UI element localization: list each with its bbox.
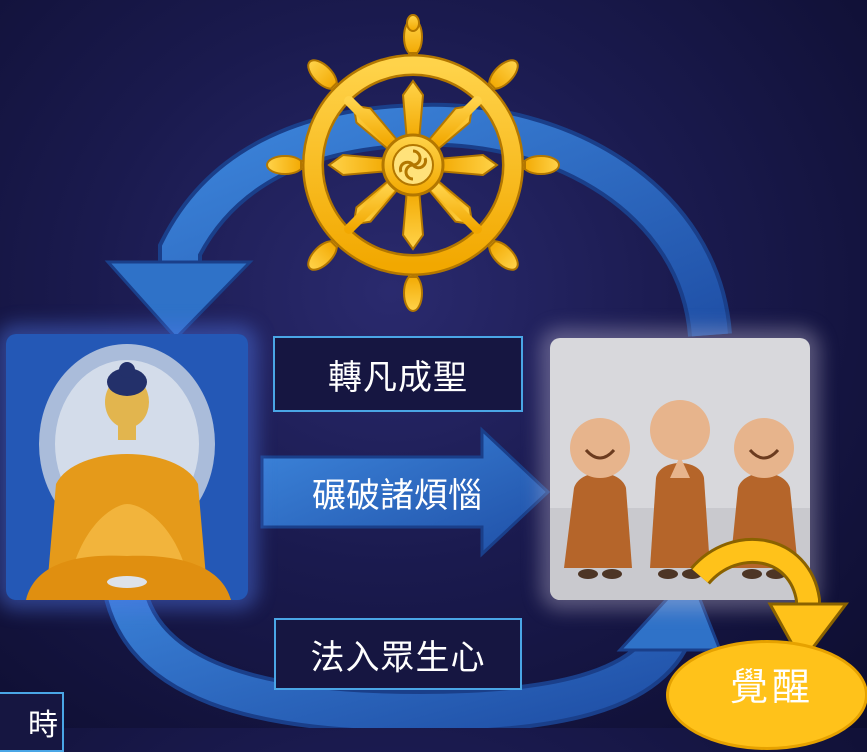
awaken-label: 覺醒 bbox=[729, 664, 814, 709]
buddha-statue-image bbox=[6, 334, 248, 600]
bottom-label-box: 法入眾生心 bbox=[274, 618, 522, 690]
middle-arrow-label: 碾破諸煩惱 bbox=[312, 475, 482, 516]
cycle-arrows bbox=[99, 14, 732, 728]
awaken-arrow bbox=[690, 537, 850, 665]
top-label: 轉凡成聖 bbox=[328, 357, 468, 398]
corner-label-box: 時 bbox=[0, 692, 64, 752]
corner-label: 時 bbox=[28, 708, 58, 743]
bottom-label: 法入眾生心 bbox=[310, 637, 486, 678]
middle-arrow bbox=[260, 426, 551, 558]
dharma-wheel-icon bbox=[266, 14, 560, 312]
top-label-box: 轉凡成聖 bbox=[273, 336, 523, 412]
